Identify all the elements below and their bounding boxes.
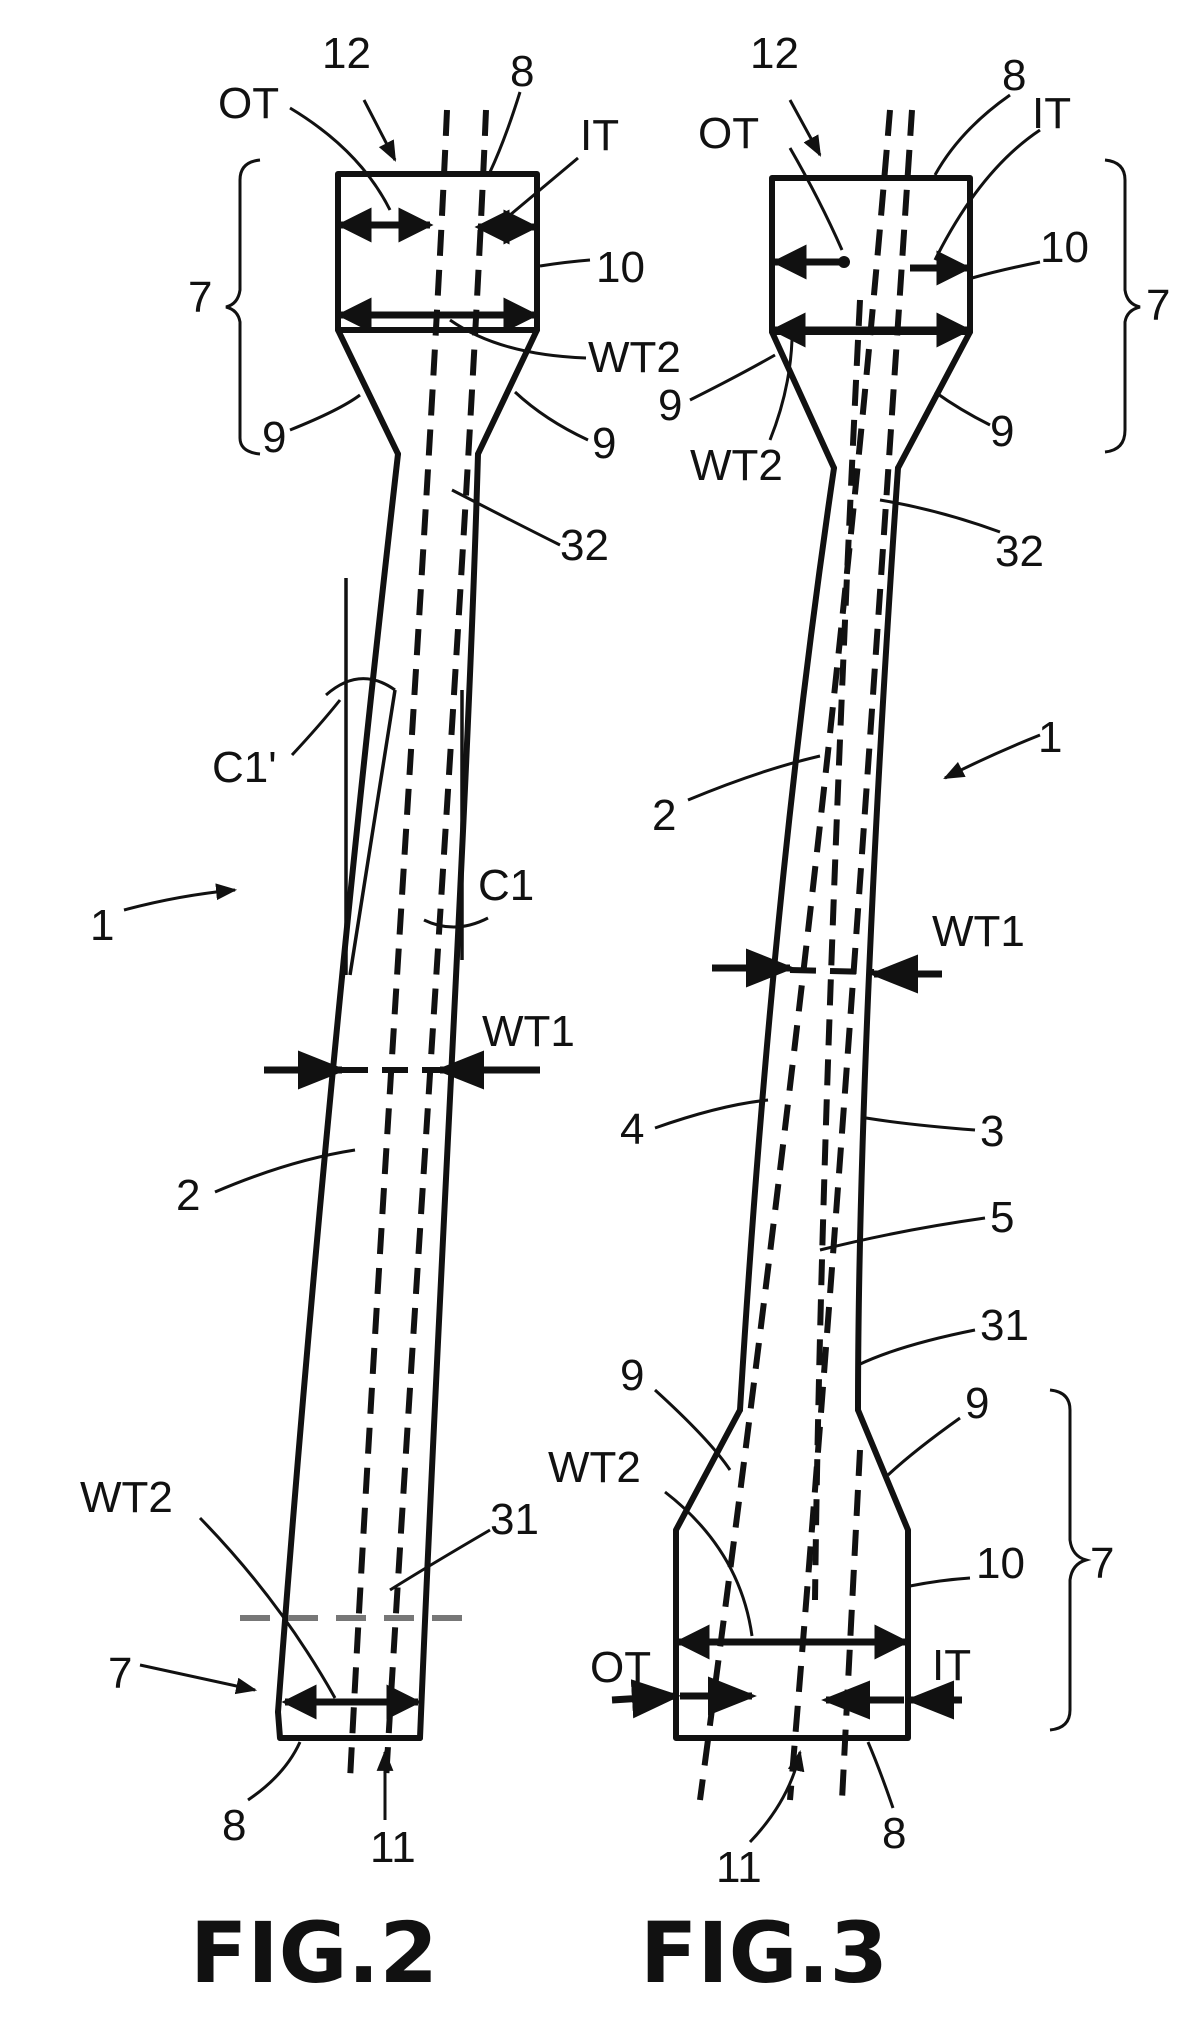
fig2-label-10: 10 [596, 243, 645, 292]
fig2-base-outline [278, 1712, 420, 1738]
fig3-label-31: 31 [980, 1301, 1029, 1350]
fig3-label-2: 2 [652, 791, 676, 840]
fig2-label-c1prime: C1' [212, 743, 277, 792]
fig2-label-8: 8 [510, 47, 534, 96]
fig3-label-ot-bottom: OT [590, 1643, 651, 1692]
fig2-label-c1: C1 [478, 861, 534, 910]
fig3-lead-12 [790, 100, 820, 155]
fig3-lead-2 [688, 756, 820, 800]
fig2-bracket-7 [226, 160, 260, 454]
fig2-body-left-edge [278, 454, 398, 1712]
fig2-label-9-right: 9 [592, 419, 616, 468]
figure-3: 12 8 OT IT 10 7 9 9 WT2 32 1 2 WT1 4 3 5… [548, 29, 1170, 2002]
fig2-label-7-bottom: 7 [108, 1649, 132, 1698]
fig3-label-32: 32 [995, 527, 1044, 576]
fig2-label-wt1: WT1 [482, 1007, 575, 1056]
fig3-label-9-top-left: 9 [658, 381, 682, 430]
fig2-label-9-left: 9 [262, 413, 286, 462]
fig2-body-right-edge [420, 454, 478, 1738]
fig3-label-9-top-right: 9 [990, 407, 1014, 456]
fig3-lead-9-top-left [690, 355, 775, 400]
fig2-lead-it [510, 158, 578, 215]
fig3-lead-4 [655, 1100, 768, 1128]
fig2-lead-1 [124, 890, 235, 910]
fig3-ot-top-dot [838, 256, 850, 268]
fig3-ot-bottom-arrow-out [612, 1696, 676, 1700]
fig3-label-11: 11 [716, 1843, 762, 1892]
fig3-lead-10-top [972, 262, 1040, 278]
fig3-label-8: 8 [1002, 51, 1026, 100]
fig2-label-8-bottom: 8 [222, 1801, 246, 1850]
fig3-label-7-bottom: 7 [1090, 1539, 1114, 1588]
fig3-bottom-head-outline [676, 1410, 908, 1738]
fig3-label-10-bottom: 10 [976, 1539, 1025, 1588]
fig2-label-7: 7 [188, 273, 212, 322]
fig3-bore-left [700, 110, 890, 1800]
fig2-label-32: 32 [560, 521, 609, 570]
fig2-label-ot: OT [218, 79, 279, 128]
fig2-c1prime-arc [326, 679, 395, 695]
fig3-wt1-dash [790, 970, 874, 972]
fig3-lead-31 [858, 1330, 975, 1365]
fig3-label-8-bottom: 8 [882, 1809, 906, 1858]
fig2-label-wt2-bottom: WT2 [80, 1473, 173, 1522]
fig3-bracket-7-top [1105, 160, 1140, 452]
fig2-lead-31 [390, 1530, 490, 1590]
fig2-lead-8-bottom [248, 1742, 300, 1800]
fig2-label-2: 2 [176, 1171, 200, 1220]
fig2-lead-9-right [515, 392, 588, 440]
fig2-lead-10 [540, 260, 590, 266]
fig3-label-4: 4 [620, 1105, 644, 1154]
fig3-label-9-bottom-left: 9 [620, 1351, 644, 1400]
fig3-label-7-top: 7 [1146, 281, 1170, 330]
fig2-label-12: 12 [322, 29, 371, 78]
fig3-label-3: 3 [980, 1107, 1004, 1156]
fig3-caption: FIG.3 [640, 1904, 888, 2002]
fig3-lead-8-bottom [868, 1742, 893, 1808]
fig2-label-wt2-top: WT2 [588, 333, 681, 382]
fig3-bracket-7-bottom [1050, 1390, 1086, 1730]
fig3-lead-1 [945, 735, 1040, 778]
fig3-label-wt1: WT1 [932, 907, 1025, 956]
fig2-lead-wt2-top [450, 320, 586, 358]
fig3-label-5: 5 [990, 1193, 1014, 1242]
fig3-label-wt2-top: WT2 [690, 441, 783, 490]
fig3-lead-ot [790, 148, 842, 250]
fig2-lead-32 [452, 490, 560, 545]
fig2-label-1: 1 [90, 901, 114, 950]
fig2-label-31: 31 [490, 1495, 539, 1544]
fig3-label-it-bottom: IT [932, 1641, 971, 1690]
fig2-lead-9-left [290, 395, 360, 430]
fig2-label-it: IT [580, 111, 619, 160]
fig3-label-10-top: 10 [1040, 223, 1089, 272]
fig3-lead-9-bottom-left [655, 1390, 730, 1470]
fig3-label-wt2-bottom: WT2 [548, 1443, 641, 1492]
fig2-lead-wt2-bottom [200, 1518, 335, 1698]
fig3-lead-9-top-right [935, 392, 990, 425]
fig3-lead-5 [820, 1218, 985, 1250]
fig3-lead-10-bottom [910, 1578, 970, 1586]
fig2-lead-7 [140, 1665, 255, 1690]
fig3-label-it: IT [1032, 89, 1071, 138]
fig3-label-ot: OT [698, 109, 759, 158]
fig3-lead-9-bottom-right [888, 1418, 960, 1475]
fig3-lead-8 [935, 95, 1010, 175]
fig3-label-1: 1 [1038, 713, 1062, 762]
fig2-lead-8 [490, 92, 520, 172]
fig2-lead-c1prime [292, 700, 340, 755]
fig2-label-11: 11 [370, 1823, 416, 1872]
fig3-bore-far-right [842, 1450, 860, 1800]
fig2-caption: FIG.2 [190, 1904, 438, 2002]
fig2-lead-12 [364, 100, 395, 160]
fig2-lead-2 [215, 1150, 355, 1192]
figure-2: 12 OT 8 IT 10 7 WT2 9 9 32 C1' C1 1 WT1 … [80, 29, 681, 2002]
fig3-lead-3 [866, 1118, 975, 1130]
fig3-label-9-bottom-right: 9 [965, 1379, 989, 1428]
fig3-label-12: 12 [750, 29, 799, 78]
